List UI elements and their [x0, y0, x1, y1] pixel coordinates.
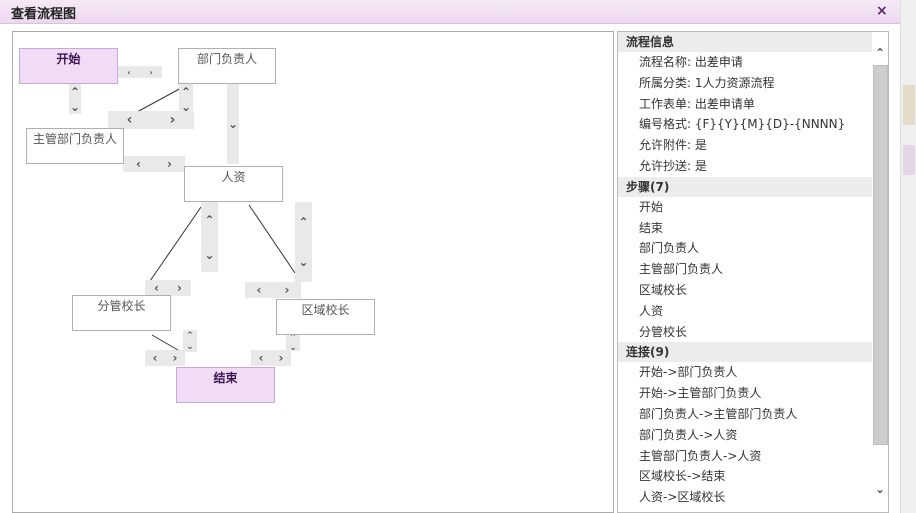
- connection-item: 区域校长->结束: [639, 469, 726, 484]
- step-item: 区域校长: [639, 282, 688, 297]
- step-item: 结束: [639, 220, 664, 235]
- connector-handle-horizontal[interactable]: ‹›: [251, 350, 291, 366]
- flow-node-main-dept-head[interactable]: 主管部门负责人: [26, 128, 124, 164]
- background-block: [903, 85, 915, 125]
- flow-node-hr[interactable]: 人资: [184, 166, 283, 202]
- flow-node-dept-head[interactable]: 部门负责人: [178, 48, 276, 84]
- section-heading: 流程信息: [618, 32, 872, 52]
- info-item: 流程名称: 出差申请: [639, 55, 743, 69]
- flow-node-region-principal[interactable]: 区域校长: [276, 299, 375, 335]
- connector-line: [136, 86, 184, 113]
- step-item: 开始: [639, 199, 664, 214]
- section-heading: 连接(9): [618, 342, 872, 363]
- dialog-titlebar: 查看流程图 ×: [0, 0, 900, 24]
- info-scrollbar[interactable]: ⌃ ⌄: [872, 32, 888, 512]
- connector-handle-vertical[interactable]: ⌃⌄: [179, 84, 193, 114]
- connector-handle-vertical[interactable]: ⌃⌄: [295, 202, 312, 282]
- connection-item: 部门负责人->主管部门负责人: [639, 406, 798, 421]
- step-item: 分管校长: [639, 324, 688, 339]
- info-section-flow: 流程信息 流程名称: 出差申请 所属分类: 1人力资源流程 工作表单: 出差申请…: [618, 32, 888, 177]
- connector-line: [149, 206, 202, 282]
- connector-line: [248, 204, 296, 274]
- connector-handle-horizontal[interactable]: ‹›: [145, 350, 185, 366]
- flow-node-vice-principal[interactable]: 分管校长: [72, 295, 171, 331]
- connector-handle-horizontal[interactable]: ‹›: [108, 111, 194, 129]
- step-item: 人资: [639, 303, 664, 318]
- info-item: 编号格式: {F}{Y}{M}{D}-{NNNN}: [639, 117, 846, 132]
- connector-handle-horizontal[interactable]: ‹›: [145, 280, 191, 296]
- connector-line: [151, 334, 179, 351]
- step-item: 部门负责人: [639, 241, 700, 256]
- connection-item: 开始->部门负责人: [639, 365, 738, 380]
- scrollbar-thumb[interactable]: [873, 65, 888, 445]
- flow-canvas[interactable]: ‹› ⌃⌄ ⌃⌄ ‹› ⌄ ‹› ⌃⌄ ⌃⌄ ‹› ‹› ⌃⌄ ‹› ⌃⌄ ‹›…: [12, 31, 614, 513]
- connection-item: 人资->区域校长: [639, 490, 726, 505]
- chevron-up-icon[interactable]: ⌃: [875, 46, 886, 60]
- flow-node-end[interactable]: 结束: [176, 367, 275, 403]
- section-heading: 步骤(7): [618, 176, 872, 197]
- step-item: 主管部门负责人: [639, 262, 724, 277]
- info-item: 允许抄送: 是: [639, 158, 707, 173]
- connector-handle-horizontal[interactable]: ‹›: [245, 282, 301, 298]
- info-item: 工作表单: 出差申请单: [639, 96, 755, 111]
- close-icon[interactable]: ×: [876, 3, 888, 19]
- connection-lines: [136, 86, 296, 351]
- connector-handle-vertical[interactable]: ⌃⌄: [69, 84, 81, 114]
- chevron-down-icon[interactable]: ⌄: [875, 482, 886, 496]
- background-page-edge: [900, 0, 916, 513]
- connection-item: 部门负责人->人资: [639, 427, 738, 442]
- info-item: 所属分类: 1人力资源流程: [639, 75, 775, 90]
- background-block: [903, 145, 915, 175]
- connection-item: 主管部门负责人->人资: [639, 448, 762, 463]
- flow-node-start[interactable]: 开始: [19, 48, 118, 84]
- connector-handle-vertical[interactable]: ⌃⌄: [201, 202, 218, 272]
- connector-handle-horizontal[interactable]: ‹›: [118, 66, 162, 78]
- connector-handle-horizontal[interactable]: ‹›: [123, 156, 185, 172]
- connection-item: 开始->主管部门负责人: [639, 386, 762, 401]
- connector-handle-vertical[interactable]: ⌃⌄: [183, 330, 197, 352]
- info-section-steps: 步骤(7) 开始 结束 部门负责人 主管部门负责人 区域校长 人资 分管校长: [618, 176, 888, 343]
- connector-handle-vertical[interactable]: ⌃⌄: [286, 333, 300, 353]
- info-item: 允许附件: 是: [639, 138, 707, 153]
- dialog-title: 查看流程图: [11, 7, 77, 22]
- flow-info-panel: 流程信息 流程名称: 出差申请 所属分类: 1人力资源流程 工作表单: 出差申请…: [617, 31, 889, 513]
- connector-handle-vertical[interactable]: ⌄: [227, 84, 239, 164]
- info-section-connections: 连接(9) 开始->部门负责人 开始->主管部门负责人 部门负责人->主管部门负…: [618, 342, 888, 508]
